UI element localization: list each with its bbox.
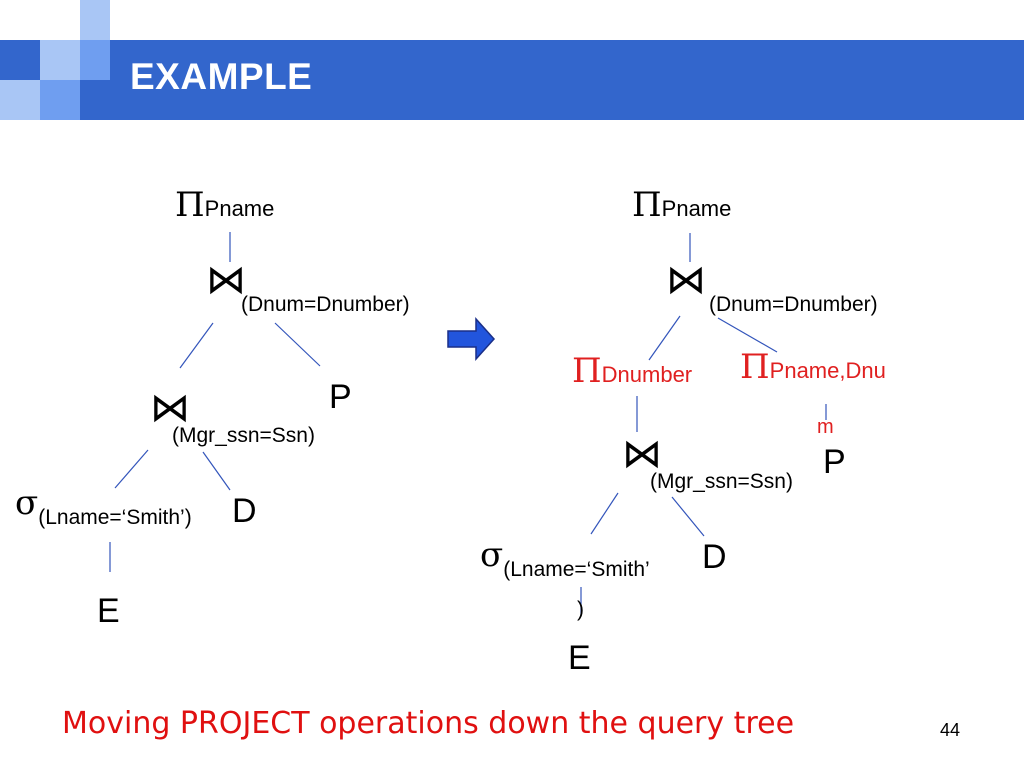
projection-attr: Dnumber — [601, 362, 693, 387]
right-arrow-icon — [447, 317, 496, 361]
right-leaf-d: D — [702, 538, 727, 576]
edge — [648, 315, 681, 361]
decor-square — [0, 80, 40, 120]
projection-attr: Pname,Dnu — [769, 358, 886, 383]
edge — [202, 451, 231, 491]
edge — [590, 492, 619, 535]
right-join-dnum: ⋈ — [666, 257, 706, 303]
edge — [179, 322, 214, 369]
right-leaf-p: P — [823, 443, 846, 481]
right-leaf-e: E — [568, 639, 591, 677]
projection-symbol: Π — [740, 347, 770, 387]
edge — [717, 317, 778, 353]
title-banner — [0, 40, 1024, 120]
right-join-dnum-condition: (Dnum=Dnumber) — [709, 293, 878, 316]
right-join-mgr: ⋈ — [622, 431, 662, 477]
page-number: 44 — [940, 720, 961, 740]
decor-square — [40, 40, 80, 80]
left-join-mgr-condition: (Mgr_ssn=Ssn) — [172, 424, 315, 447]
left-leaf-d: D — [232, 492, 257, 530]
left-join-dnum-condition: (Dnum=Dnumber) — [241, 293, 410, 316]
selection-condition: (Lname=‘Smith’ — [503, 558, 650, 581]
left-leaf-p: P — [329, 378, 352, 416]
decor-square — [80, 40, 110, 80]
left-join-mgr: ⋈ — [150, 385, 190, 431]
slide-title: EXAMPLE — [130, 56, 313, 97]
projection-attr-wrap: m — [817, 416, 834, 438]
projection-symbol: Π — [632, 185, 662, 225]
left-selection: σ(Lname=‘Smith’) — [15, 483, 192, 529]
left-join-dnum: ⋈ — [206, 257, 246, 303]
edge — [671, 496, 705, 537]
right-projection-pname: ΠPname,Dnu — [740, 350, 886, 384]
left-leaf-e: E — [97, 592, 120, 630]
selection-symbol: σ — [480, 535, 504, 575]
projection-symbol: Π — [175, 185, 205, 225]
projection-attr: Pname — [661, 196, 732, 221]
right-join-mgr-condition: (Mgr_ssn=Ssn) — [650, 470, 793, 493]
selection-symbol: σ — [15, 483, 39, 523]
edge — [114, 449, 149, 489]
decor-square — [80, 0, 110, 40]
edge — [274, 322, 321, 367]
left-root-projection: ΠPname — [175, 188, 274, 222]
selection-condition-wrap: ) — [577, 598, 584, 621]
right-selection: σ(Lname=‘Smith’ — [480, 535, 650, 581]
selection-condition: (Lname=‘Smith’) — [38, 506, 192, 529]
right-projection-dnumber: ΠDnumber — [572, 354, 692, 388]
decor-square — [40, 80, 80, 120]
right-root-projection: ΠPname — [632, 188, 731, 222]
slide-caption: Moving PROJECT operations down the query… — [62, 706, 795, 741]
projection-symbol: Π — [572, 351, 602, 391]
projection-attr: Pname — [204, 196, 275, 221]
